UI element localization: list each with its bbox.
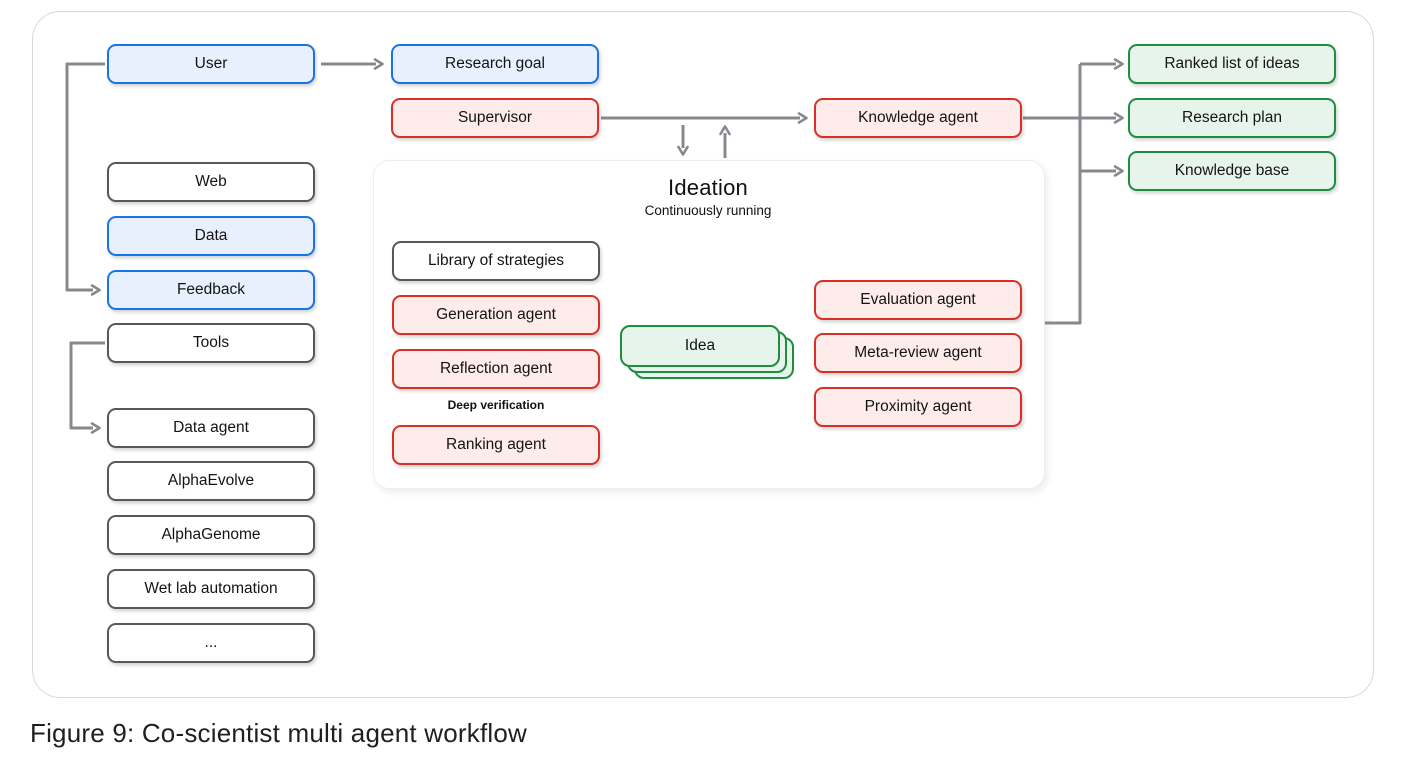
node-generation-agent: Generation agent [392, 295, 600, 335]
node-meta-review-agent: Meta-review agent [814, 333, 1022, 373]
node-ranked-list-of-ideas: Ranked list of ideas [1128, 44, 1336, 84]
ideation-title: Ideation [668, 175, 748, 200]
node-reflection-agent: Reflection agent [392, 349, 600, 389]
node-proximity-agent: Proximity agent [814, 387, 1022, 427]
node-tools: Tools [107, 323, 315, 363]
node-alphaevolve: AlphaEvolve [107, 461, 315, 501]
node-alphagenome: AlphaGenome [107, 515, 315, 555]
node-wet-lab-automation: Wet lab automation [107, 569, 315, 609]
node-ranking-agent: Ranking agent [392, 425, 600, 465]
node-web: Web [107, 162, 315, 202]
node-research-goal: Research goal [391, 44, 599, 84]
node-data: Data [107, 216, 315, 256]
idea-card-stack: Idea [620, 325, 780, 367]
node-supervisor: Supervisor [391, 98, 599, 138]
node-evaluation-agent: Evaluation agent [814, 280, 1022, 320]
figure-caption: Figure 9: Co-scientist multi agent workf… [30, 718, 528, 748]
node-knowledge-agent: Knowledge agent [814, 98, 1022, 138]
ideation-subtitle: Continuously running [644, 203, 772, 218]
node-user: User [107, 44, 315, 84]
node-data-agent: Data agent [107, 408, 315, 448]
node-library-of-strategies: Library of strategies [392, 241, 600, 281]
node-knowledge-base: Knowledge base [1128, 151, 1336, 191]
node-feedback: Feedback [107, 270, 315, 310]
node-research-plan: Research plan [1128, 98, 1336, 138]
node-more-tools: ... [107, 623, 315, 663]
deep-verification-label: Deep verification [447, 398, 545, 412]
